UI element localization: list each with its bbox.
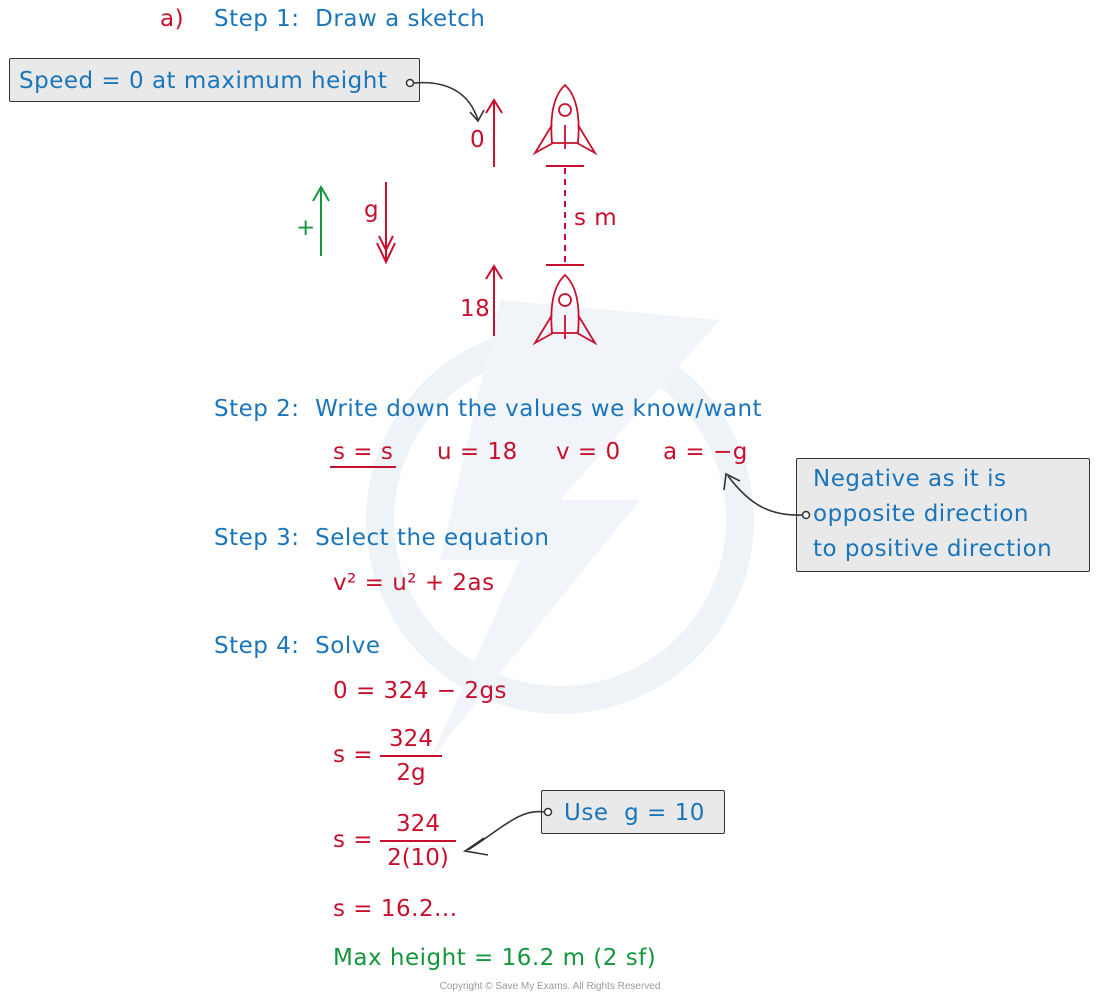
value-s: s = s xyxy=(333,439,394,465)
value-a: a = −g xyxy=(663,439,748,465)
value-u: u = 18 xyxy=(437,439,518,465)
distance-label: s m xyxy=(574,205,618,231)
note-speed-tag xyxy=(9,58,420,102)
fraction-denominator: 2(10) xyxy=(387,845,449,871)
final-answer: Max height = 16.2 m (2 sf) xyxy=(333,945,657,971)
top-speed-arrow xyxy=(485,98,503,167)
copyright-text: Copyright © Save My Exams. All Rights Re… xyxy=(439,981,661,992)
note-speed-text: Speed = 0 at maximum height xyxy=(19,68,388,94)
bottom-speed-label: 18 xyxy=(460,296,491,322)
fraction-bar xyxy=(380,840,456,842)
step1-heading: Step 1: Draw a sketch xyxy=(214,6,486,32)
gravity-arrow xyxy=(376,182,396,265)
note-negative-line2: opposite direction xyxy=(813,501,1029,527)
note-negative-line1: Negative as it is xyxy=(813,466,1007,492)
step4-heading: Step 4: Solve xyxy=(214,633,381,659)
solve-line1: 0 = 324 − 2gs xyxy=(333,678,508,704)
solve-line4: s = 16.2... xyxy=(333,896,458,922)
note-speed-arrow xyxy=(413,81,479,121)
fraction-bar xyxy=(380,755,442,757)
positive-label: + xyxy=(296,215,316,241)
solve-line3-lhs: s = xyxy=(333,827,374,853)
fraction-denominator: 2g xyxy=(396,760,426,786)
solve-line3-fraction: 324 2(10) xyxy=(380,811,456,871)
step3-heading: Step 3: Select the equation xyxy=(214,525,550,551)
note-use-g-text: Use g = 10 xyxy=(564,800,705,826)
value-v: v = 0 xyxy=(556,439,621,465)
fraction-numerator: 324 xyxy=(396,811,440,837)
part-label: a) xyxy=(160,6,185,32)
gravity-label: g xyxy=(364,197,380,223)
bottom-speed-arrow xyxy=(485,264,503,336)
step2-heading: Step 2: Write down the values we know/wa… xyxy=(214,396,763,422)
solve-line2-fraction: 324 2g xyxy=(380,726,442,786)
rocket-bottom-icon xyxy=(532,273,598,346)
suvat-equation: v² = u² + 2as xyxy=(333,570,495,596)
note-negative-line3: to positive direction xyxy=(813,536,1053,562)
fraction-numerator: 324 xyxy=(389,726,433,752)
value-s-underline xyxy=(330,466,396,468)
note-pin xyxy=(405,78,415,88)
rocket-top-icon xyxy=(532,83,598,156)
solve-line2-lhs: s = xyxy=(333,742,374,768)
note-negative-tag xyxy=(796,458,1090,572)
top-speed-label: 0 xyxy=(470,127,486,153)
positive-direction-arrow xyxy=(312,184,330,256)
